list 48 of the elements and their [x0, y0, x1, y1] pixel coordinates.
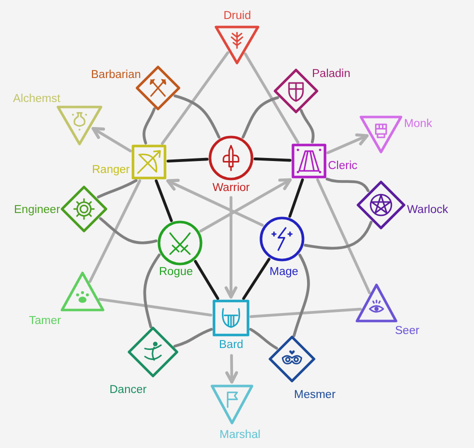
class-label: Ranger — [92, 164, 130, 176]
curved-connector — [99, 217, 158, 244]
connector-line — [160, 51, 230, 145]
connector-line — [254, 158, 292, 162]
class-label: Monk — [404, 118, 432, 130]
class-label: Seer — [395, 324, 420, 338]
class-label: Dancer — [110, 384, 147, 396]
class-label: Tamer — [29, 314, 61, 328]
curved-connector — [142, 107, 156, 144]
class-label: Druid — [224, 10, 251, 22]
connector-line — [166, 158, 208, 162]
connector-line — [154, 179, 173, 222]
curved-connector — [143, 254, 161, 328]
class-label: Cleric — [328, 160, 358, 172]
class-label: Mesmer — [294, 388, 336, 402]
connector-line — [242, 258, 270, 300]
class-label: Marshal — [220, 428, 260, 442]
curved-connector — [174, 94, 220, 139]
connector-line — [288, 178, 304, 218]
arrow — [326, 133, 369, 154]
curved-connector — [249, 328, 278, 350]
connector-line — [98, 298, 212, 316]
class-label: Rogue — [159, 266, 193, 278]
connector-line — [316, 178, 371, 294]
connector-line — [244, 52, 300, 144]
connector-line — [250, 308, 362, 318]
arrow — [199, 178, 292, 232]
curved-connector — [173, 328, 213, 348]
class-label: Engineer — [14, 204, 60, 216]
arrow — [166, 178, 264, 227]
class-label: Barbarian — [91, 68, 141, 82]
curved-connector — [292, 254, 310, 338]
curved-connector — [96, 179, 138, 198]
class-label: Bard — [219, 338, 244, 352]
curved-connector — [304, 220, 372, 250]
class-label: Warrior — [212, 182, 250, 194]
curved-connector — [242, 96, 280, 139]
class-label: Warlock — [407, 204, 448, 216]
class-label: Paladin — [312, 68, 350, 80]
arrow — [92, 126, 132, 152]
curved-connector — [300, 109, 315, 144]
connector-line — [194, 260, 220, 300]
class-label: Alchemst — [13, 92, 60, 106]
connector-line — [88, 179, 142, 283]
curved-connector — [326, 178, 370, 192]
class-label: Mage — [270, 266, 298, 278]
arrow — [225, 354, 238, 384]
arrow — [224, 196, 238, 299]
